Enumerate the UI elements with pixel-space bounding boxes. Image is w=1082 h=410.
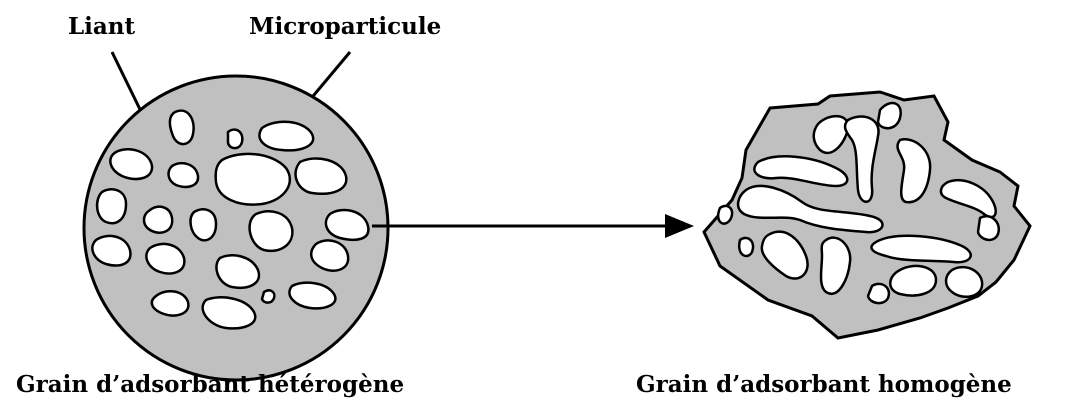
magnification-arrowhead <box>665 214 694 238</box>
homogeneous-grain-label: Grain d’adsorbant homogène <box>636 371 1012 398</box>
heterogeneous-grain-label: Grain d’adsorbant hétérogène <box>16 371 404 398</box>
homogeneous-grain <box>704 92 1030 338</box>
binder-label: Liant <box>68 13 136 40</box>
microparticle-label: Microparticule <box>249 13 441 40</box>
heterogeneous-grain <box>84 76 388 380</box>
